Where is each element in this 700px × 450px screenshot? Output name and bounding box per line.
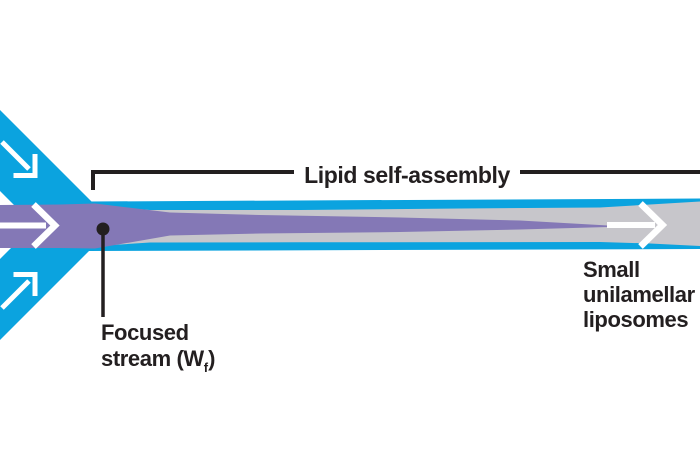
focused-stream-label-line2: stream (Wf) — [101, 346, 216, 375]
arrow-right-icon — [638, 201, 668, 249]
focused-stream-marker-dot — [96, 222, 110, 236]
lipid-self-assembly-label: Lipid self-assembly — [299, 162, 515, 188]
inlet-bottom-arrow — [0, 272, 38, 310]
arrow-down-right-icon — [0, 140, 31, 171]
small-unilamellar-liposomes-label: Small unilamellar liposomes — [583, 257, 695, 332]
arrow-down-right-icon — [13, 154, 38, 178]
inlet-top-arrow — [0, 140, 38, 178]
arrow-right-icon — [31, 202, 60, 249]
arrow-up-right-icon — [0, 279, 31, 310]
bracket-left-segment — [91, 170, 294, 190]
focused-stream-label: Focused stream (Wf) — [101, 320, 215, 375]
focused-stream — [0, 203, 608, 249]
outlet-arrow — [607, 201, 668, 249]
wf-subscript: f — [203, 360, 209, 375]
arrow-up-right-icon — [13, 272, 38, 296]
inlet-center-arrow — [0, 202, 60, 249]
focused-stream-label-line1: Focused — [101, 320, 189, 345]
